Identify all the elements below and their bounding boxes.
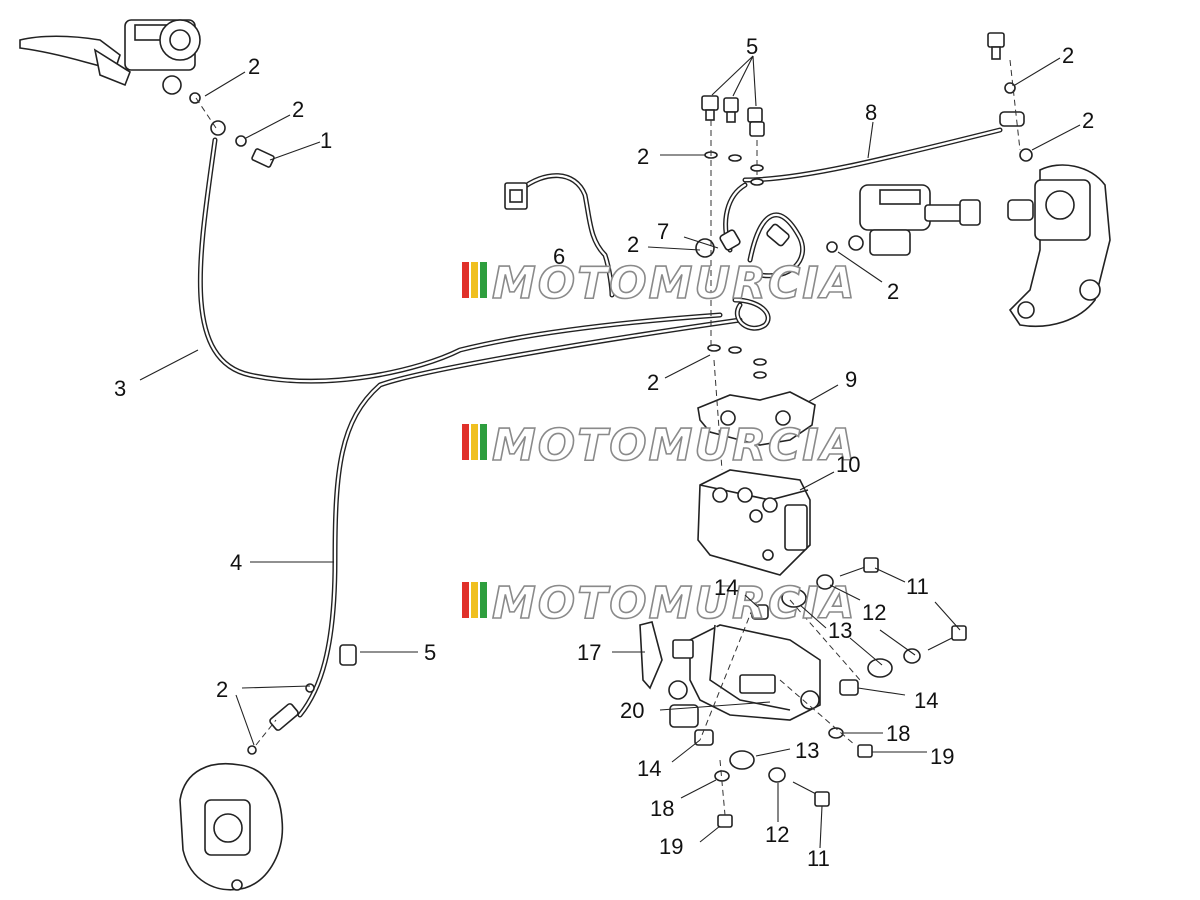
- label-13: 13: [828, 618, 852, 643]
- washers-18: [714, 727, 844, 782]
- label-2: 2: [292, 97, 304, 122]
- brake-hose-3: [197, 137, 723, 384]
- front-brake-caliper: [179, 745, 284, 891]
- callout-labels: 1 2 2 2 2 2 2 2 2 2 3 4 5 5 6 7 8 9 10 1…: [114, 34, 1094, 871]
- label-4: 4: [230, 550, 242, 575]
- label-2: 2: [216, 677, 228, 702]
- sensor-cable-6: [504, 173, 615, 298]
- label-11: 11: [906, 574, 929, 599]
- watermark-middle: MOTOMURCIA: [462, 419, 857, 472]
- label-20: 20: [620, 698, 644, 723]
- leader-lines: [139, 55, 1081, 849]
- label-2: 2: [647, 370, 659, 395]
- svg-text:MOTOMURCIA: MOTOMURCIA: [492, 578, 857, 629]
- label-7: 7: [657, 219, 669, 244]
- sealing-washers-top: [704, 151, 764, 186]
- label-18: 18: [650, 796, 674, 821]
- label-2: 2: [637, 144, 649, 169]
- label-2: 2: [627, 232, 639, 257]
- sealing-washers-mid: [707, 344, 767, 379]
- bushings-14: [694, 604, 859, 746]
- label-2: 2: [248, 54, 260, 79]
- label-2: 2: [1082, 108, 1094, 133]
- label-5: 5: [746, 34, 758, 59]
- hose-4-lower-fitting: [269, 644, 357, 731]
- banjo-bolt-rear: [987, 32, 1033, 162]
- washers-12: [768, 574, 921, 783]
- svg-text:MOTOMURCIA: MOTOMURCIA: [492, 420, 857, 471]
- label-14: 14: [637, 756, 661, 781]
- label-5: 5: [424, 640, 436, 665]
- bolts-5-top: [701, 95, 765, 137]
- label-11: 11: [807, 846, 830, 871]
- fitting-7: [695, 223, 790, 258]
- rear-brake-master-cylinder: [826, 184, 981, 256]
- label-14: 14: [914, 688, 938, 713]
- label-3: 3: [114, 376, 126, 401]
- abs-modulator-10: [697, 469, 811, 576]
- label-1: 1: [320, 128, 332, 153]
- watermark-bottom: MOTOMURCIA: [462, 577, 857, 630]
- label-10: 10: [836, 452, 860, 477]
- abs-upper-bracket-9: [697, 391, 816, 446]
- grommets-13: [729, 588, 893, 770]
- label-12: 12: [862, 600, 886, 625]
- label-17: 17: [577, 640, 601, 665]
- label-12: 12: [765, 822, 789, 847]
- front-brake-master-cylinder: [19, 19, 201, 104]
- label-14: 14: [714, 575, 738, 600]
- label-13: 13: [795, 738, 819, 763]
- brake-hose-4: [297, 317, 743, 718]
- label-2: 2: [887, 279, 899, 304]
- label-6: 6: [553, 244, 565, 269]
- label-9: 9: [845, 367, 857, 392]
- label-18: 18: [886, 721, 910, 746]
- bolts-11: [792, 557, 967, 807]
- rubber-mount-17: [639, 621, 694, 690]
- rear-brake-caliper: [1007, 164, 1111, 328]
- svg-text:MOTOMURCIA: MOTOMURCIA: [492, 258, 857, 309]
- banjo-fitting-front: [210, 120, 275, 168]
- label-2: 2: [1062, 43, 1074, 68]
- assembly-lines: [195, 59, 1021, 816]
- label-19: 19: [930, 744, 954, 769]
- label-8: 8: [865, 100, 877, 125]
- watermark-top: MOTOMURCIA: [462, 257, 857, 310]
- abs-lower-bracket-20: [668, 624, 821, 728]
- label-19: 19: [659, 834, 683, 859]
